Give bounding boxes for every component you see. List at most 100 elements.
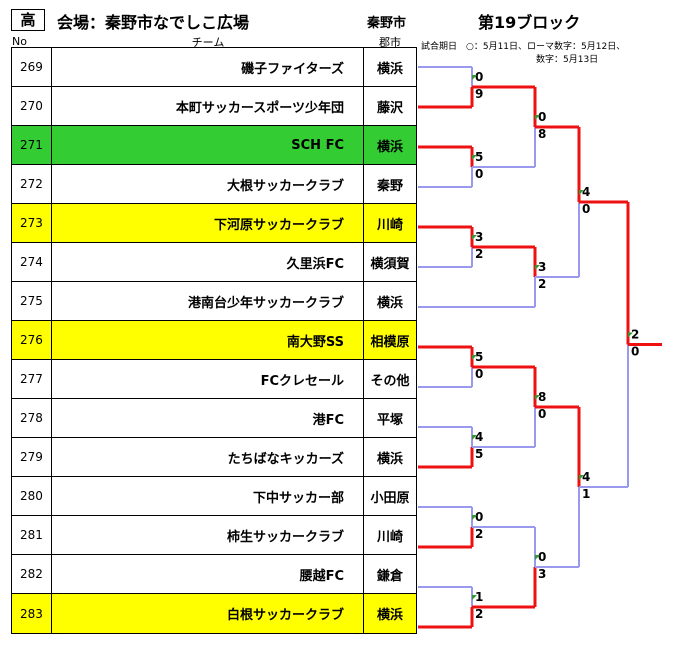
match-score: 8 xyxy=(538,127,546,141)
team-city: 横浜 xyxy=(364,282,417,320)
winner-flag-icon xyxy=(579,190,584,195)
match-score: 1 xyxy=(582,487,590,501)
match-score: 2 xyxy=(538,277,546,291)
team-name: 港南台少年サッカークラブ xyxy=(52,282,364,320)
team-city: 横浜 xyxy=(364,48,417,86)
team-name: 大根サッカークラブ xyxy=(52,165,364,203)
match-score: 3 xyxy=(538,260,546,274)
team-number: 281 xyxy=(12,516,52,554)
team-city: その他 xyxy=(364,360,417,398)
team-number: 279 xyxy=(12,438,52,476)
team-city: 平塚 xyxy=(364,399,417,437)
team-number: 278 xyxy=(12,399,52,437)
winner-flag-icon xyxy=(535,555,540,560)
winner-flag-icon xyxy=(472,595,477,600)
match-score: 0 xyxy=(475,510,483,524)
team-number: 282 xyxy=(12,555,52,593)
team-number: 277 xyxy=(12,360,52,398)
match-score: 0 xyxy=(538,407,546,421)
team-number: 270 xyxy=(12,87,52,125)
winner-flag-icon xyxy=(472,75,477,80)
match-score: 5 xyxy=(475,350,483,364)
match-score: 4 xyxy=(475,430,483,444)
team-city: 川崎 xyxy=(364,516,417,554)
team-name: 下中サッカー部 xyxy=(52,477,364,515)
column-header-city: 郡市 xyxy=(379,36,401,49)
team-number: 272 xyxy=(12,165,52,203)
match-score: 4 xyxy=(582,470,590,484)
winner-flag-icon xyxy=(535,265,540,270)
winner-flag-icon xyxy=(579,475,584,480)
winner-flag-icon xyxy=(628,332,633,338)
team-number: 275 xyxy=(12,282,52,320)
match-score: 0 xyxy=(582,202,590,216)
match-score: 2 xyxy=(475,607,483,621)
team-name: FCクレセール xyxy=(52,360,364,398)
team-name: SCH FC xyxy=(52,126,364,164)
team-name: 腰越FC xyxy=(52,555,364,593)
team-name: たちばなキッカーズ xyxy=(52,438,364,476)
venue-title: 会場：秦野市なでしこ広場 xyxy=(57,13,250,32)
match-score: 4 xyxy=(582,185,590,199)
column-header-no: No xyxy=(12,35,27,48)
match-score: 0 xyxy=(538,110,546,124)
team-city: 鎌倉 xyxy=(364,555,417,593)
team-name: 本町サッカースポーツ少年団 xyxy=(52,87,364,125)
winner-flag-icon xyxy=(472,515,477,520)
team-city: 川崎 xyxy=(364,204,417,242)
team-name: 南大野SS xyxy=(52,321,364,359)
team-city: 小田原 xyxy=(364,477,417,515)
team-number: 283 xyxy=(12,594,52,633)
match-score: 0 xyxy=(631,345,639,359)
winner-flag-icon xyxy=(472,155,477,160)
winner-flag-icon xyxy=(472,435,477,440)
team-city: 横浜 xyxy=(364,594,417,633)
team-number: 273 xyxy=(12,204,52,242)
host-city: 秦野市 xyxy=(367,16,407,31)
team-number: 276 xyxy=(12,321,52,359)
team-city: 相模原 xyxy=(364,321,417,359)
team-city: 横須賀 xyxy=(364,243,417,281)
team-name: 白根サッカークラブ xyxy=(52,594,364,633)
match-score: 2 xyxy=(631,328,639,342)
block-title: 第19ブロック xyxy=(478,13,581,32)
match-score: 5 xyxy=(475,447,483,461)
column-header-team: チーム xyxy=(191,36,225,49)
match-score: 9 xyxy=(475,87,483,101)
winner-flag-icon xyxy=(472,235,477,240)
team-number: 269 xyxy=(12,48,52,86)
winner-flag-icon xyxy=(535,395,540,400)
team-city: 藤沢 xyxy=(364,87,417,125)
schedule-note-line1: 試合期日 ○：5月11日、ローマ数字：5月12日、 xyxy=(421,42,626,52)
match-score: 2 xyxy=(475,247,483,261)
team-city: 秦野 xyxy=(364,165,417,203)
match-score: 2 xyxy=(475,527,483,541)
winner-flag-icon xyxy=(472,355,477,360)
winner-flag-icon xyxy=(535,115,540,120)
match-score: 0 xyxy=(475,367,483,381)
team-number: 271 xyxy=(12,126,52,164)
match-score: 0 xyxy=(538,550,546,564)
match-score: 5 xyxy=(475,150,483,164)
team-number: 280 xyxy=(12,477,52,515)
match-score: 0 xyxy=(475,70,483,84)
team-name: 久里浜FC xyxy=(52,243,364,281)
team-name: 下河原サッカークラブ xyxy=(52,204,364,242)
match-score: 3 xyxy=(475,230,483,244)
team-name: 磯子ファイターズ xyxy=(52,48,364,86)
